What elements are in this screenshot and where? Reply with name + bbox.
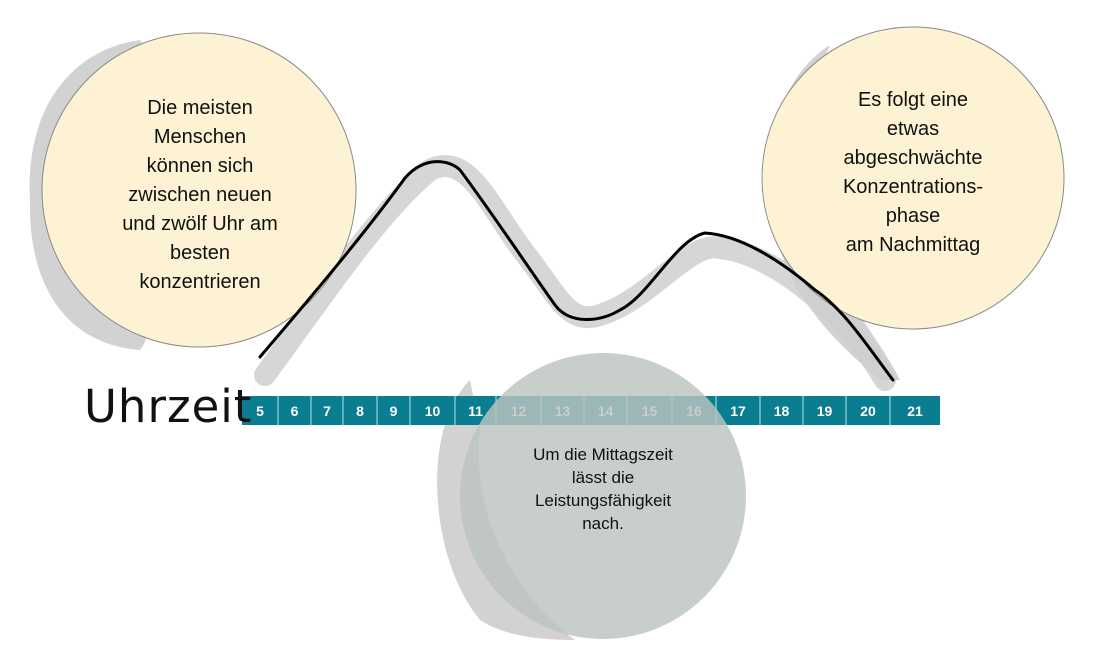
hour-label-7: 7 <box>323 403 331 419</box>
concentration-curve <box>258 160 895 382</box>
hour-label-19: 19 <box>817 403 833 419</box>
hour-label-5: 5 <box>256 403 264 419</box>
hour-label-21: 21 <box>907 403 923 419</box>
afternoon-bubble <box>761 26 1065 330</box>
axis-title: Uhrzeit <box>84 380 253 433</box>
hour-label-20: 20 <box>860 403 876 419</box>
curve-shadow <box>254 155 896 391</box>
hour-label-18: 18 <box>774 403 790 419</box>
hour-label-8: 8 <box>356 403 364 419</box>
hour-label-17: 17 <box>730 403 746 419</box>
morning-bubble-text: Die meisten Menschen können sich zwische… <box>122 97 278 293</box>
hour-label-11: 11 <box>468 403 483 419</box>
morning-bubble <box>41 32 357 348</box>
midday-bubble <box>460 353 746 639</box>
afternoon-bubble-text: Es folgt eine etwas abgeschwächte Konzen… <box>842 89 984 256</box>
hour-label-6: 6 <box>291 403 299 419</box>
hour-label-10: 10 <box>425 403 441 419</box>
hour-label-9: 9 <box>390 403 398 419</box>
midday-bubble-text: Um die Mittagszeit lässt die Leistungsfä… <box>533 445 673 533</box>
